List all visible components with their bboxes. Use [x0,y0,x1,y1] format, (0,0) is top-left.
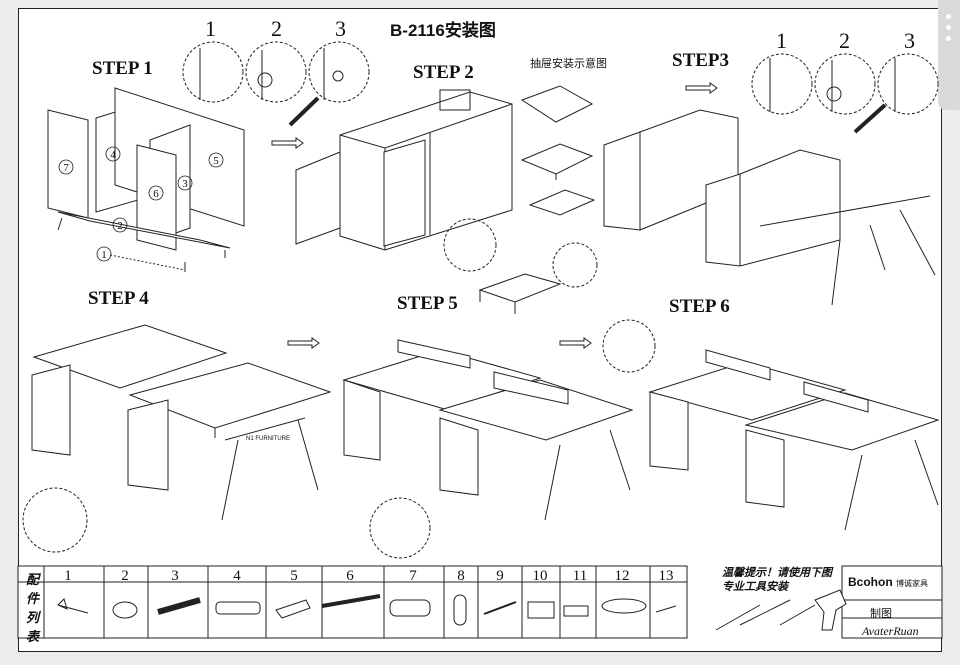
step3-detail-circles [751,53,939,134]
part-number: 12 [614,568,630,584]
step-arrows [271,82,718,349]
step3-assembly [603,109,936,306]
step-5-label: STEP 5 [397,293,458,314]
panel-number: 4 [110,149,116,161]
drawer-install-note: 抽屉安装示意图 [530,58,607,70]
brand-subtitle: 博诚家具 [896,579,929,588]
menu-dot-icon [946,14,951,19]
part-number: 4 [233,568,241,584]
tools-icons [715,589,847,631]
part-number: 8 [457,568,465,584]
step5-desk [342,319,656,559]
part-number: 11 [572,568,588,584]
menu-dot-icon [946,36,951,41]
step1-panels [47,87,245,272]
step-6-label: STEP 6 [669,296,730,317]
step1-detail-circles [182,41,370,127]
detail-number: 3 [335,16,346,41]
panel-number: 7 [63,162,69,174]
panel-number: 3 [182,178,188,190]
detail-number: 1 [776,28,787,53]
page-title: B-2116安装图 [390,21,496,40]
part-number: 3 [171,568,179,584]
step-1-label: STEP 1 [92,58,153,79]
step6-desk [648,349,940,531]
panel-number: 5 [213,155,219,167]
detail-number: 2 [839,28,850,53]
parts-icons [57,594,677,626]
part-number: 13 [658,568,674,584]
step-3-label: STEP3 [672,50,730,71]
panel-number: 1 [101,249,107,261]
step1-panel-number-circles: 7 4 6 3 5 2 1 [58,146,224,262]
parts-list: 配件列表 1 2 3 4 5 6 7 8 9 10 11 12 13 [18,566,687,652]
part-number: 5 [290,568,298,584]
parts-side-label: 配件列表 [26,572,40,644]
panel-number: 2 [117,220,123,232]
signature: AvaterRuan [862,624,919,638]
menu-dot-icon [946,25,951,30]
part-number: 10 [532,568,548,584]
part-number: 7 [409,568,417,584]
tool-tip-text: 温馨提示！请使用下图专业工具安装 [722,567,832,593]
brand-logo: Bcohon 博诚家具 [848,575,928,589]
part-number: 6 [346,568,354,584]
step4-desk [22,324,332,553]
more-options-button[interactable] [938,0,960,110]
part-number: 1 [64,568,72,584]
step-2-label: STEP 2 [413,62,474,83]
step2-cabinet [295,89,513,251]
panel-number: 6 [153,188,159,200]
part-number: 9 [496,568,504,584]
drawing-label: 制图 [870,608,892,620]
detail-number: 1 [205,16,216,41]
part-number: 2 [121,568,129,584]
brand-name: Bcohon [848,575,893,589]
step-4-label: STEP 4 [88,288,149,309]
modesty-panel-brand-text: N1 FURNITURE [246,436,290,442]
step2-drawers [443,85,598,314]
detail-number: 3 [904,28,915,53]
detail-number: 2 [271,16,282,41]
